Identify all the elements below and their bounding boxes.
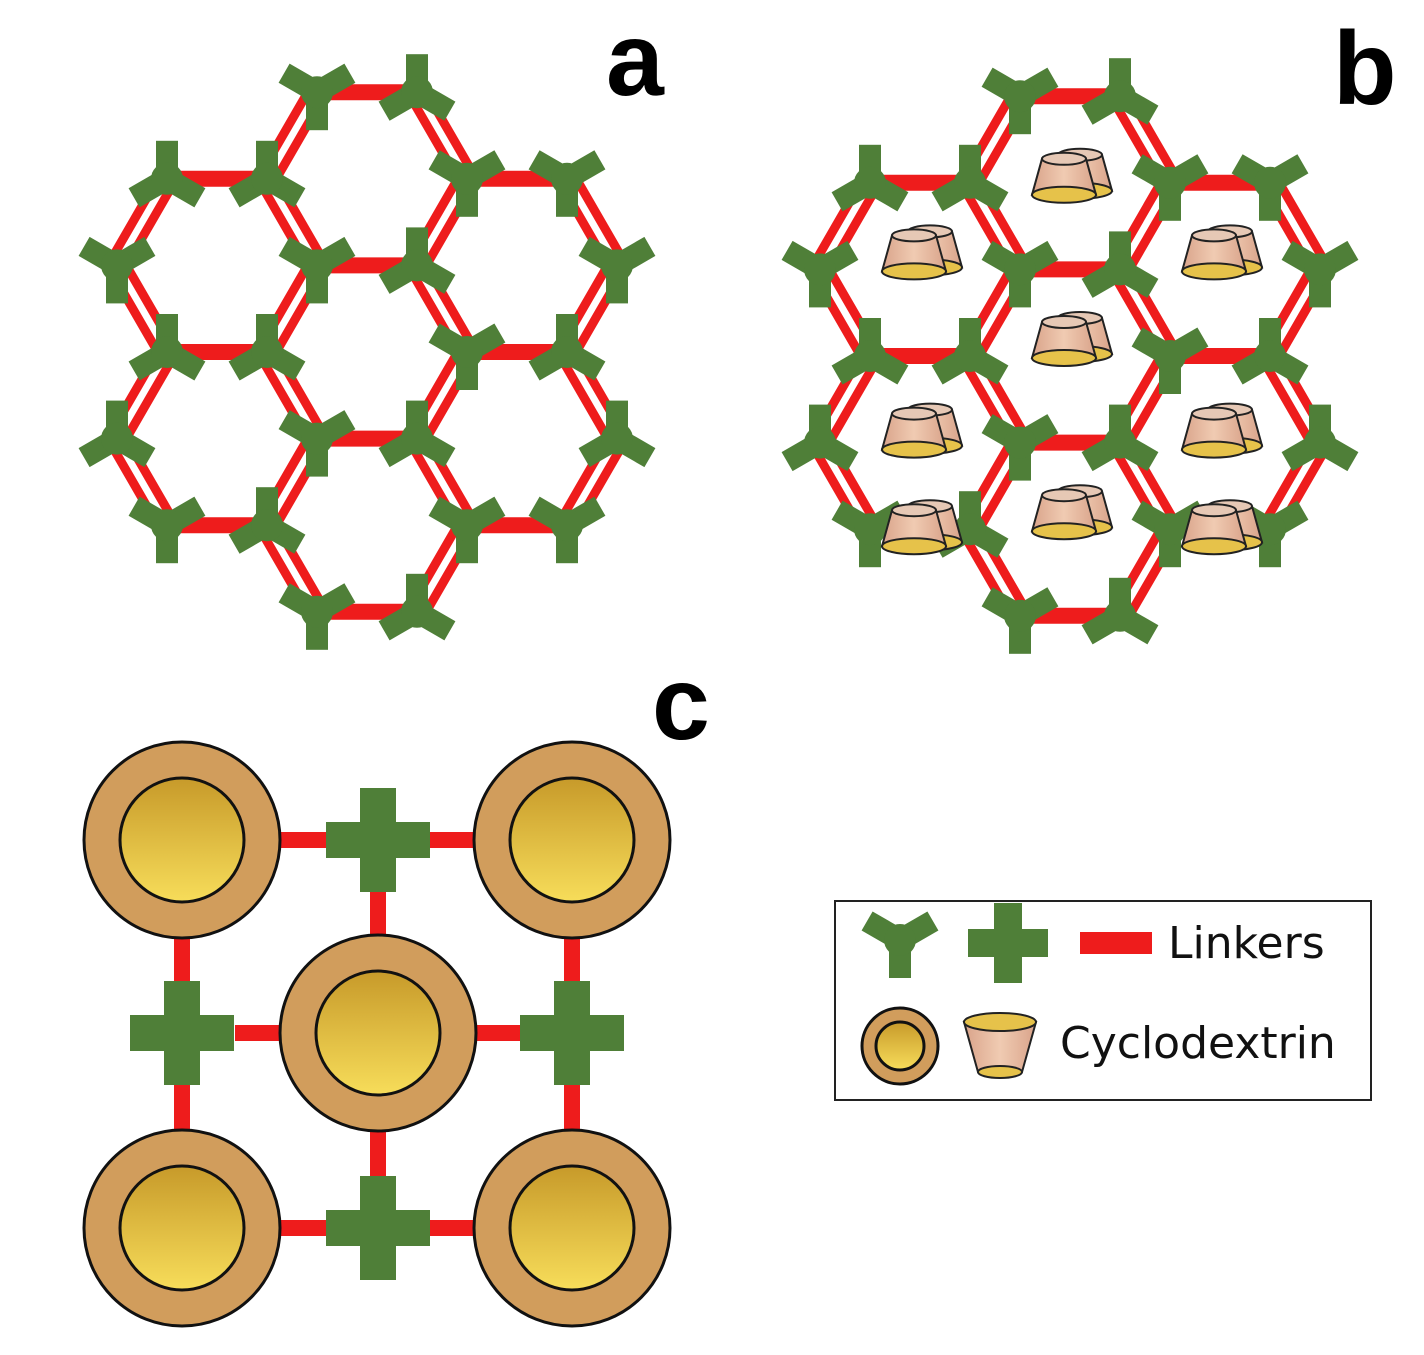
cyclodextrin-ring-icon — [860, 1006, 940, 1086]
y-linker-node-11 — [1081, 577, 1159, 645]
cyclodextrin-cone-4 — [880, 402, 964, 459]
y-linker-node-14 — [578, 236, 656, 304]
y-linker-node-16 — [528, 150, 606, 217]
y-linker-node-6 — [428, 150, 506, 217]
y-linker-node-1 — [378, 400, 456, 468]
cyclodextrin-ring-top-right — [472, 740, 672, 940]
y-linker-node-21 — [831, 144, 909, 212]
y-linker-node-20 — [78, 236, 156, 304]
y-linker-node-12 — [981, 587, 1059, 654]
cross-linker-right — [520, 981, 624, 1085]
y-linker-node-5 — [378, 227, 456, 294]
y-linker-node-15 — [1231, 318, 1309, 385]
y-linker-node-7 — [228, 140, 306, 208]
cyclodextrin-ring-top-left — [82, 740, 282, 940]
panel-c-square-framework — [82, 740, 672, 1328]
y-linker-node-0 — [428, 323, 506, 390]
legend-cyclodextrin-label: Cyclodextrin — [1060, 1018, 1336, 1069]
y-linker-node-20 — [781, 240, 859, 308]
y-linker-node-3 — [228, 314, 306, 381]
y-linker-node-3 — [931, 318, 1009, 385]
y-linker-node-1 — [1081, 404, 1159, 472]
cyclodextrin-cone-7 — [880, 499, 964, 556]
y-linker-node-2 — [981, 414, 1059, 481]
y-linker-icon — [861, 911, 939, 978]
y-linker-node-22 — [831, 500, 909, 568]
panel-label-c: c — [652, 646, 710, 762]
y-linker-node-22 — [128, 496, 206, 564]
cyclodextrin-ring-bottom-right — [472, 1128, 672, 1328]
y-linker-node-14 — [1281, 240, 1359, 308]
cyclodextrin-cone-6 — [1030, 484, 1114, 541]
y-linker-node-4 — [981, 240, 1059, 308]
y-linker-node-15 — [528, 314, 606, 381]
y-linker-node-6 — [1131, 154, 1209, 221]
cyclodextrin-ring-bottom-left — [82, 1128, 282, 1328]
legend — [834, 900, 1372, 1101]
y-linker-node-8 — [981, 67, 1059, 135]
cyclodextrin-cone-2 — [1180, 224, 1264, 281]
cyclodextrin-cone-1 — [880, 224, 964, 281]
y-linker-node-7 — [931, 144, 1009, 212]
y-linker-node-23 — [78, 400, 156, 468]
y-linker-node-11 — [378, 573, 456, 641]
y-linker-node-17 — [1281, 404, 1359, 472]
y-linker-node-4 — [278, 236, 356, 304]
cyclodextrin-ring-center — [278, 933, 478, 1133]
y-linker-node-5 — [1081, 231, 1159, 298]
y-linker-node-0 — [1131, 327, 1209, 394]
cross-linker-left — [130, 981, 234, 1085]
y-linker-node-8 — [278, 63, 356, 131]
y-linker-node-10 — [428, 496, 506, 564]
panel-a-hexagonal-framework — [78, 54, 656, 650]
y-linker-node-18 — [528, 496, 606, 564]
y-linker-node-9 — [378, 54, 456, 121]
panel-label-b: b — [1333, 11, 1397, 127]
cross-linker-icon — [968, 903, 1048, 983]
cross-linker-bottom — [326, 1176, 430, 1280]
y-linker-node-21 — [128, 140, 206, 208]
y-linker-node-9 — [1081, 58, 1159, 125]
cyclodextrin-cone-3 — [1030, 311, 1114, 367]
cyclodextrin-cone-0 — [1030, 147, 1114, 204]
y-linker-node-16 — [1231, 154, 1309, 221]
cyclodextrin-cone-icon — [962, 1012, 1038, 1079]
y-linker-node-19 — [128, 314, 206, 381]
legend-linkers-label: Linkers — [1168, 918, 1325, 969]
y-linker-node-12 — [278, 583, 356, 650]
cyclodextrin-cone-8 — [1180, 499, 1264, 556]
bar-linker-icon — [1080, 932, 1152, 954]
panel-label-a: a — [606, 2, 665, 118]
cross-linker-top — [326, 788, 430, 892]
y-linker-node-17 — [578, 400, 656, 468]
panel-b-framework-with-cyclodextrin — [781, 58, 1359, 654]
y-linker-node-23 — [781, 404, 859, 472]
y-linker-node-2 — [278, 410, 356, 477]
y-linker-node-13 — [228, 487, 306, 554]
cyclodextrin-cone-5 — [1180, 402, 1264, 459]
y-linker-node-19 — [831, 318, 909, 385]
